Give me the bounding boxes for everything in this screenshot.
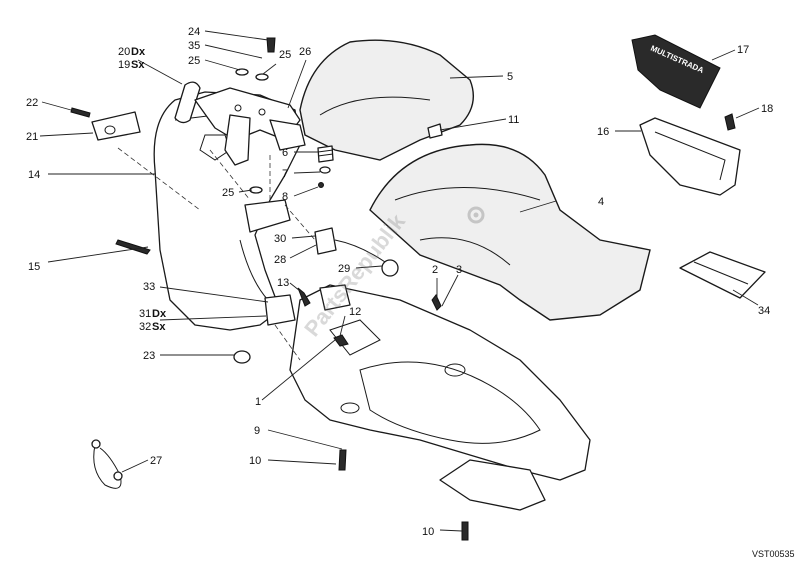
callout-13: 13: [277, 277, 289, 289]
reference-code: VST00535: [752, 549, 795, 559]
watermark-gear-icon: [467, 206, 485, 224]
callout-29: 29: [338, 263, 350, 275]
rubber-mounts: [233, 284, 351, 364]
callout-31: 31: [139, 308, 151, 320]
callout-28: 28: [274, 254, 286, 266]
callout-17: 17: [737, 44, 749, 56]
callout-10a: 10: [249, 455, 261, 467]
callout-1: 1: [255, 396, 261, 408]
callout-3: 3: [456, 264, 462, 276]
product-label-plate: MULTISTRADA: [631, 34, 721, 109]
callout-16: 16: [597, 126, 609, 138]
callout-7: 7: [282, 168, 288, 180]
callout-10b: 10: [422, 526, 434, 538]
callout-8: 8: [282, 191, 288, 203]
callout-30: 30: [274, 233, 286, 245]
callout-18: 18: [761, 103, 773, 115]
callout-32: 32: [139, 321, 151, 333]
callout-6: 6: [282, 147, 288, 159]
front-seat: [369, 143, 651, 321]
callout-32-side: Sx: [152, 321, 166, 333]
callout-2: 2: [432, 264, 438, 276]
rear-grab-plate: [70, 107, 141, 141]
callout-20-side: Dx: [131, 46, 146, 58]
leader-lines: [39, 30, 760, 532]
callout-12: 12: [349, 306, 361, 318]
callout-20: 20: [118, 46, 130, 58]
callout-27: 27: [150, 455, 162, 467]
assembly-guides: [117, 147, 316, 361]
callout-35: 35: [188, 40, 200, 52]
callout-22: 22: [26, 97, 38, 109]
callout-25a: 25: [188, 55, 200, 67]
callout-11: 11: [508, 114, 519, 126]
seat-latch: [427, 123, 443, 139]
callout-33: 33: [143, 281, 155, 293]
carrier-bracket: [194, 87, 306, 166]
callout-25b: 25: [279, 49, 291, 61]
tail-subframe: [289, 284, 591, 511]
bolts: [235, 37, 469, 541]
helmet-cable: [91, 439, 123, 489]
spring-fasteners: [317, 145, 334, 188]
seat-lock-assembly: [244, 199, 399, 277]
callout-9: 9: [254, 425, 260, 437]
callout-19: 19: [118, 59, 130, 71]
owner-manual: [679, 251, 766, 299]
callout-26: 26: [299, 46, 311, 58]
under-seat-tray: [639, 113, 741, 196]
callout-23: 23: [143, 350, 155, 362]
rear-seat: [299, 39, 474, 161]
callout-25c: 25: [222, 187, 234, 199]
callout-24: 24: [188, 26, 200, 38]
callout-19-side: Sx: [131, 59, 145, 71]
callout-labels: 1 2 3 4 5 6 7 8 9 10 10 11 12 13 14 15 1…: [26, 26, 773, 538]
callout-14: 14: [28, 169, 40, 181]
callout-4: 4: [598, 196, 604, 208]
grab-handle: [174, 81, 201, 124]
callout-31-side: Dx: [152, 308, 167, 320]
callout-5: 5: [507, 71, 513, 83]
callout-34: 34: [758, 305, 770, 317]
callout-21: 21: [26, 131, 38, 143]
callout-15: 15: [28, 261, 40, 273]
